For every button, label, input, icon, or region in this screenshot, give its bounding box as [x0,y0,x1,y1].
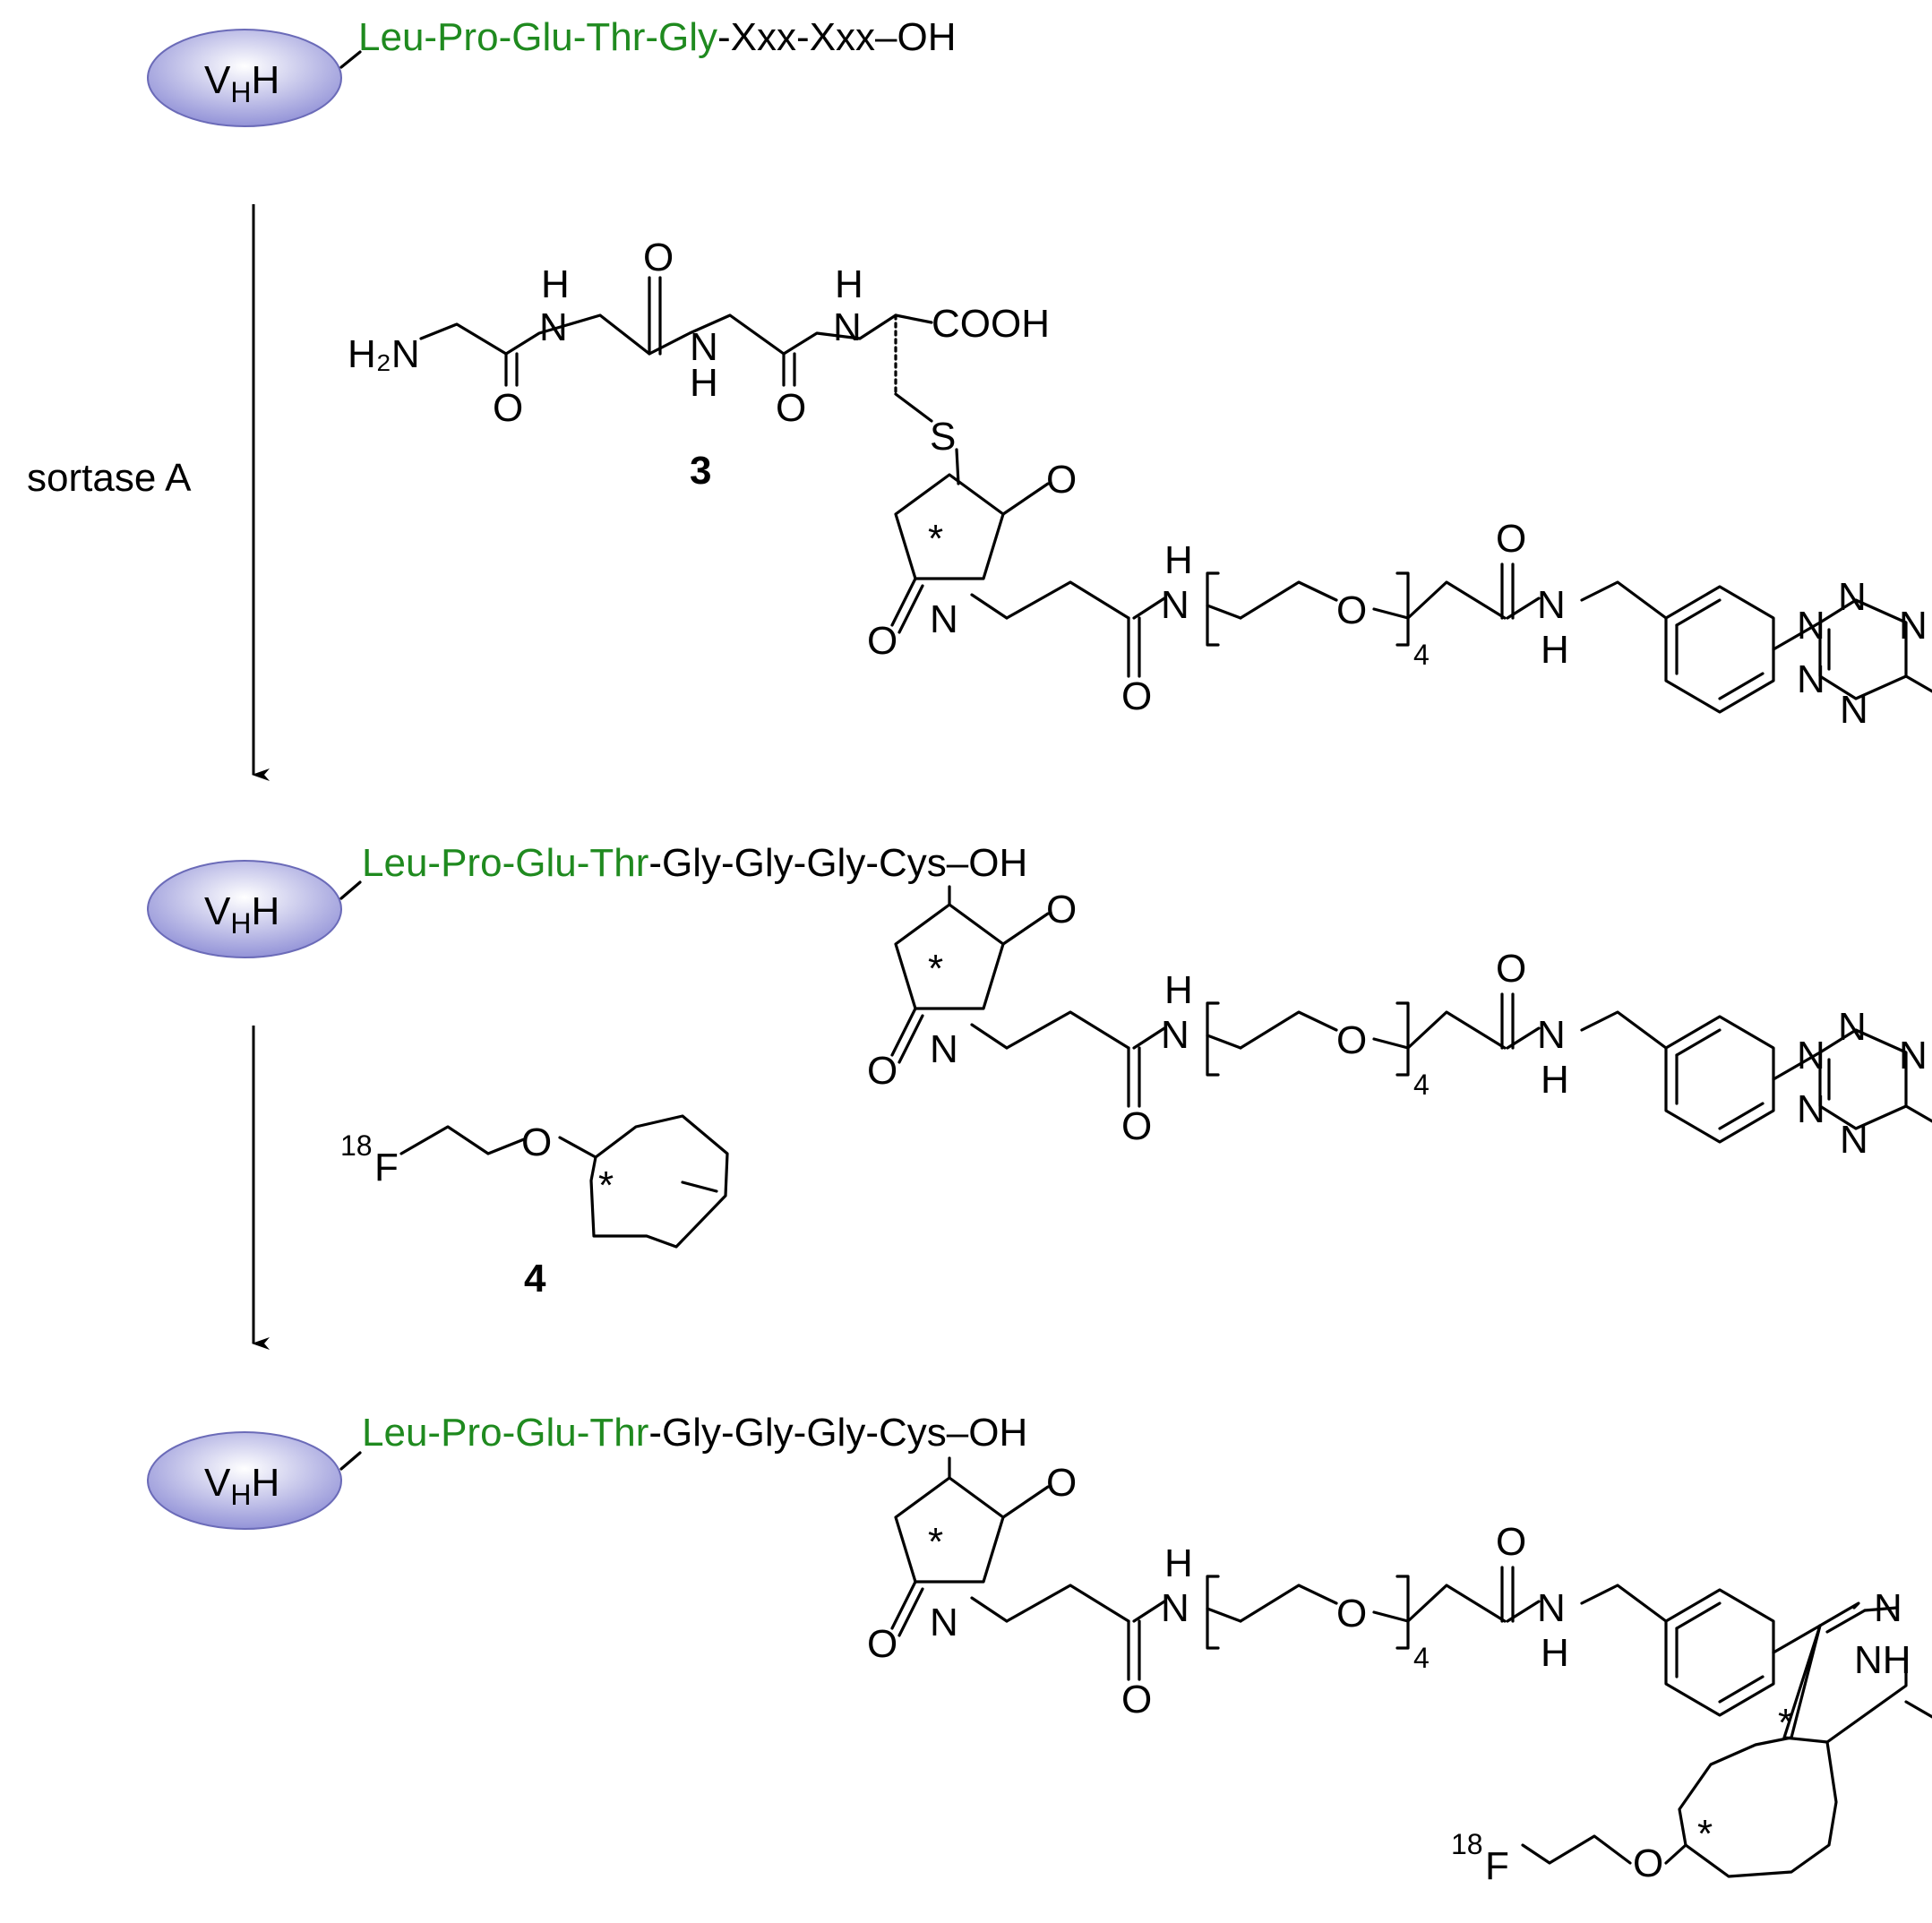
stereo-star: * [1697,1812,1713,1856]
vhh-label: VHH [204,58,279,108]
peptide-bond: - [573,15,587,59]
atom-o: O [493,386,523,430]
peptide-bond: - [499,15,512,59]
peptide-bond: - [794,1411,807,1455]
residue-gly: Gly [658,15,717,59]
residue-glu: Glu [511,15,572,59]
peptide-sequence-3: Leu-Pro-Glu-Thr-Gly-Gly-Gly-Cys–OH [362,1411,1027,1455]
carboxylic-acid: COOH [932,302,1050,346]
peptide-bond: - [796,15,810,59]
stereo-star: * [598,1163,614,1207]
atom-nh: NH [1854,1638,1911,1682]
peptide-bond: – [947,841,969,885]
residue-cys: Cys [879,841,947,885]
residue-leu: Leu [358,15,424,59]
vhh-protein-3: VHH [147,1431,362,1530]
residue-xxx: Xxx [731,15,796,59]
atom-o: O [521,1120,552,1164]
residue-thr: Thr [586,15,645,59]
peptide-bond: – [875,15,897,59]
peptide-bond: - [648,841,662,885]
peptide-sequence-2: Leu-Pro-Glu-Thr-Gly-Gly-Gly-Cys–OH [362,841,1027,885]
residue-gly: Gly [806,1411,865,1455]
peptide-bond: - [645,15,658,59]
residue-thr: Thr [589,1411,648,1455]
compound-3-number: 3 [690,449,711,493]
peptide-bond: - [427,1411,441,1455]
residue-pro: Pro [441,1411,502,1455]
atom-n: N [690,325,718,369]
residue-leu: Leu [362,841,427,885]
atom-f: F [1485,1844,1509,1888]
atom-n: N [539,305,568,349]
peptide-bond: - [721,1411,734,1455]
isotope-18: 18 [1451,1828,1483,1860]
residue-gly: Gly [734,1411,794,1455]
vhh-label: VHH [204,889,279,940]
final-conjugate: N NH * * O 18 F [867,1461,1932,1888]
residue-gly: Gly [734,841,794,885]
compound-4: 18 F O * 4 [340,1114,729,1301]
peptide-bond: - [794,841,807,885]
peptide-bond: - [577,841,590,885]
peptide-sequence-1: Leu-Pro-Glu-Thr-Gly-Xxx-Xxx–OH [358,15,957,59]
compound-4-number: 4 [524,1257,546,1301]
atom-o: O [1633,1841,1663,1885]
c-terminus: OH [897,15,957,59]
peptide-bond: - [865,1411,879,1455]
atom-h: H [541,262,570,306]
amine-group: H₂N [348,332,420,376]
vhh-protein-1: VHH [147,29,362,127]
atom-f: F [374,1146,399,1189]
peptide-bond: - [865,841,879,885]
residue-gly: Gly [662,1411,721,1455]
c-terminus: OH [968,841,1027,885]
peptide-bond: - [717,15,731,59]
atom-h: H [690,361,718,405]
peptide-bond: – [947,1411,969,1455]
peptide-bond: - [648,1411,662,1455]
peptide-bond: - [502,1411,516,1455]
peptide-bond: - [502,841,516,885]
compound-3: H₂N N H O O N H O N H COOH S 3 [348,236,1932,732]
atom-o: O [776,386,806,430]
residue-glu: Glu [515,1411,576,1455]
atom-o: O [643,236,674,279]
isotope-18: 18 [340,1129,373,1162]
stereo-star: * [1778,1701,1793,1745]
residue-leu: Leu [362,1411,427,1455]
reagent-sortase-label: sortase A [27,456,192,500]
residue-gly: Gly [806,841,865,885]
atom-n: N [833,305,862,349]
residue-xxx: Xxx [810,15,875,59]
residue-thr: Thr [589,841,648,885]
atom-n: N [1874,1586,1902,1630]
residue-glu: Glu [515,841,576,885]
residue-pro: Pro [441,841,502,885]
residue-cys: Cys [879,1411,947,1455]
residue-pro: Pro [437,15,498,59]
peptide-bond: - [427,841,441,885]
residue-gly: Gly [662,841,721,885]
atom-h: H [835,262,863,306]
c-terminus: OH [968,1411,1027,1455]
atom-s: S [930,415,956,459]
conjugate-2 [867,888,1932,1162]
vhh-protein-2: VHH [147,860,362,958]
peptide-bond: - [577,1411,590,1455]
vhh-label: VHH [204,1461,279,1511]
peptide-bond: - [721,841,734,885]
peptide-bond: - [424,15,437,59]
